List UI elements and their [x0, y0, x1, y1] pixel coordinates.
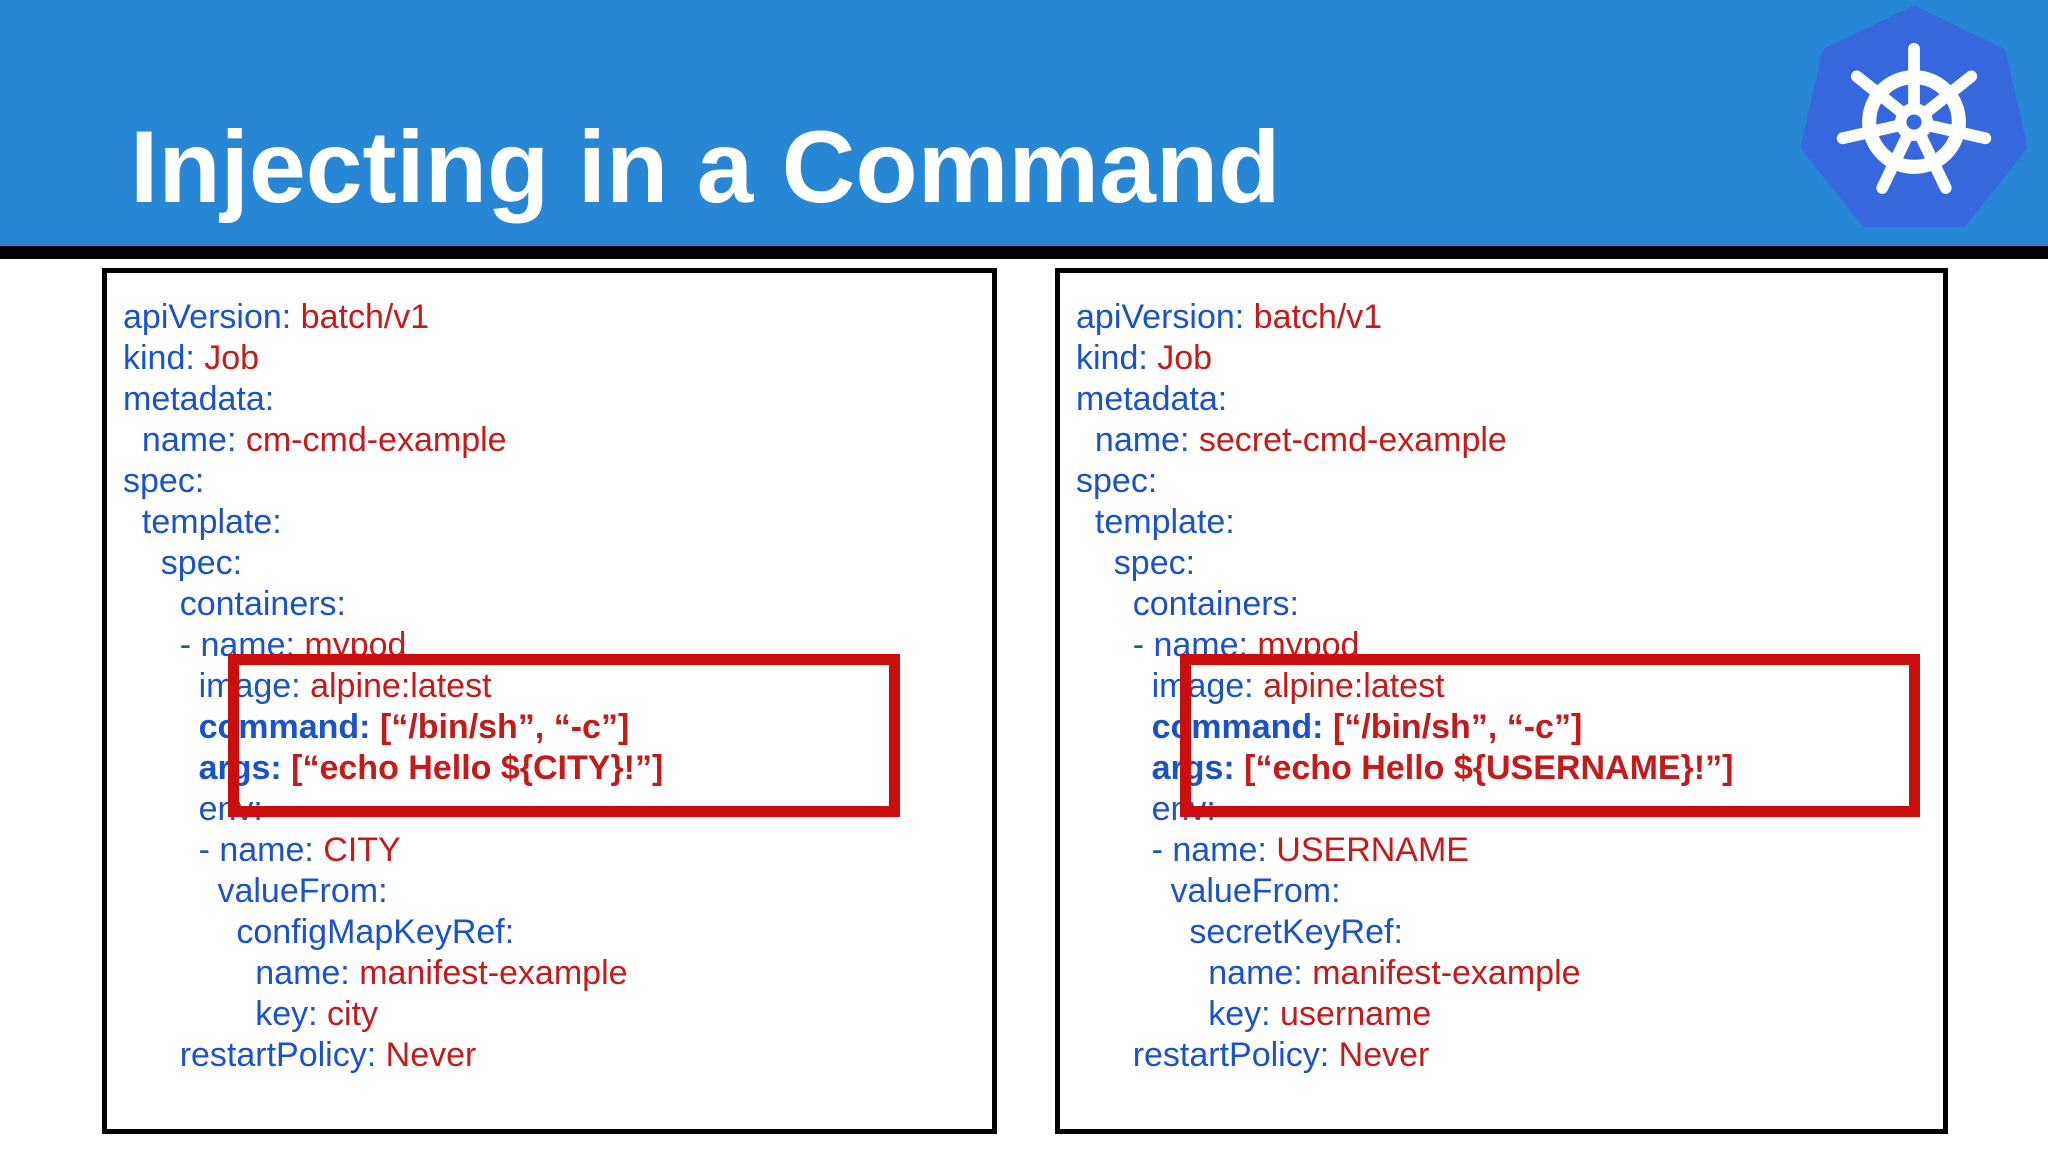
yaml-value: [“/bin/sh”, “-c”] [1323, 708, 1583, 746]
code-line: - name: USERNAME [1076, 830, 1933, 871]
yaml-key: - name: [1151, 831, 1267, 869]
yaml-value: alpine:latest [300, 667, 492, 705]
yaml-key: template: [141, 503, 282, 541]
code-line: restartPolicy: Never [123, 1035, 982, 1076]
yaml-key: metadata: [1076, 380, 1228, 418]
yaml-value: secret-cmd-example [1189, 421, 1507, 459]
code-line: metadata: [1076, 379, 1933, 420]
code-line: kind: Job [123, 338, 982, 379]
code-line: valueFrom: [1076, 871, 1933, 912]
code-line: name: secret-cmd-example [1076, 420, 1933, 461]
yaml-value: batch/v1 [291, 298, 430, 336]
kubernetes-logo-icon [1801, 6, 2027, 228]
code-line: command: [“/bin/sh”, “-c”] [1076, 707, 1933, 748]
yaml-value: USERNAME [1266, 831, 1469, 869]
code-line: name: manifest-example [123, 953, 982, 994]
yaml-key: template: [1094, 503, 1235, 541]
yaml-key: apiVersion: [123, 298, 292, 336]
code-line: spec: [123, 543, 982, 584]
code-line: spec: [1076, 461, 1933, 502]
slide-header: Injecting in a Command [0, 0, 2048, 246]
yaml-key: name: [1094, 421, 1190, 459]
yaml-key: valueFrom: [1170, 872, 1341, 910]
yaml-key: valueFrom: [217, 872, 388, 910]
yaml-value: CITY [313, 831, 401, 869]
header-divider-bar [0, 246, 2048, 259]
code-line: secretKeyRef: [1076, 912, 1933, 953]
code-line: apiVersion: batch/v1 [1076, 297, 1933, 338]
yaml-key: spec: [123, 462, 205, 500]
yaml-key: name: [1208, 954, 1303, 992]
yaml-value: Never [1329, 1036, 1430, 1074]
yaml-key: spec: [1113, 544, 1196, 582]
yaml-value: cm-cmd-example [236, 421, 507, 459]
yaml-value: [“echo Hello ${CITY}!”] [281, 749, 664, 787]
yaml-key: configMapKeyRef: [236, 913, 515, 951]
yaml-key: spec: [160, 544, 243, 582]
code-line: - name: CITY [123, 830, 982, 871]
yaml-key: restartPolicy: [179, 1036, 377, 1074]
code-line: image: alpine:latest [1076, 666, 1933, 707]
yaml-value: manifest-example [349, 954, 628, 992]
yaml-value: username [1270, 995, 1432, 1033]
yaml-key: key: [255, 995, 318, 1033]
yaml-value: [“/bin/sh”, “-c”] [370, 708, 630, 746]
code-line: spec: [1076, 543, 1933, 584]
wheel-hub-hole [1906, 114, 1922, 130]
yaml-key: name: [141, 421, 237, 459]
code-line: template: [123, 502, 982, 543]
yaml-key: args: [1151, 749, 1235, 787]
yaml-key: image: [1151, 667, 1254, 705]
code-line: configMapKeyRef: [123, 912, 982, 953]
yaml-value: city [317, 995, 379, 1033]
yaml-value: manifest-example [1302, 954, 1581, 992]
code-line: key: username [1076, 994, 1933, 1035]
yaml-value: batch/v1 [1244, 298, 1383, 336]
yaml-key: restartPolicy: [1132, 1036, 1330, 1074]
code-line: valueFrom: [123, 871, 982, 912]
yaml-value: Job [194, 339, 260, 377]
yaml-key: args: [198, 749, 282, 787]
code-line: name: cm-cmd-example [123, 420, 982, 461]
slide-title: Injecting in a Command [130, 110, 1281, 224]
highlight-box-secret-command [1180, 654, 1920, 817]
yaml-key: kind: [1076, 339, 1148, 377]
yaml-key: name: [255, 954, 350, 992]
yaml-key: containers: [1132, 585, 1300, 623]
code-line: containers: [123, 584, 982, 625]
yaml-value: [“echo Hello ${USERNAME}!”] [1234, 749, 1734, 787]
code-line: key: city [123, 994, 982, 1035]
code-line: image: alpine:latest [123, 666, 982, 707]
yaml-key: apiVersion: [1076, 298, 1245, 336]
yaml-key: kind: [123, 339, 195, 377]
code-line: restartPolicy: Never [1076, 1035, 1933, 1076]
code-line: apiVersion: batch/v1 [123, 297, 982, 338]
highlight-box-configmap-command [228, 654, 900, 817]
code-line: name: manifest-example [1076, 953, 1933, 994]
yaml-key: metadata: [123, 380, 275, 418]
kubernetes-helm-wheel [1836, 42, 1992, 194]
yaml-value: alpine:latest [1253, 667, 1445, 705]
yaml-key: - name: [198, 831, 314, 869]
code-line: template: [1076, 502, 1933, 543]
yaml-key: command: [198, 708, 371, 746]
code-line: kind: Job [1076, 338, 1933, 379]
yaml-key: containers: [179, 585, 347, 623]
code-line: args: [“echo Hello ${USERNAME}!”] [1076, 748, 1933, 789]
code-line: metadata: [123, 379, 982, 420]
yaml-key: secretKeyRef: [1189, 913, 1403, 951]
yaml-key: spec: [1076, 462, 1158, 500]
code-line: containers: [1076, 584, 1933, 625]
code-line: args: [“echo Hello ${CITY}!”] [123, 748, 982, 789]
yaml-value: Never [376, 1036, 477, 1074]
yaml-key: key: [1208, 995, 1271, 1033]
code-line: spec: [123, 461, 982, 502]
yaml-value: Job [1147, 339, 1213, 377]
code-line: command: [“/bin/sh”, “-c”] [123, 707, 982, 748]
yaml-key: image: [198, 667, 301, 705]
